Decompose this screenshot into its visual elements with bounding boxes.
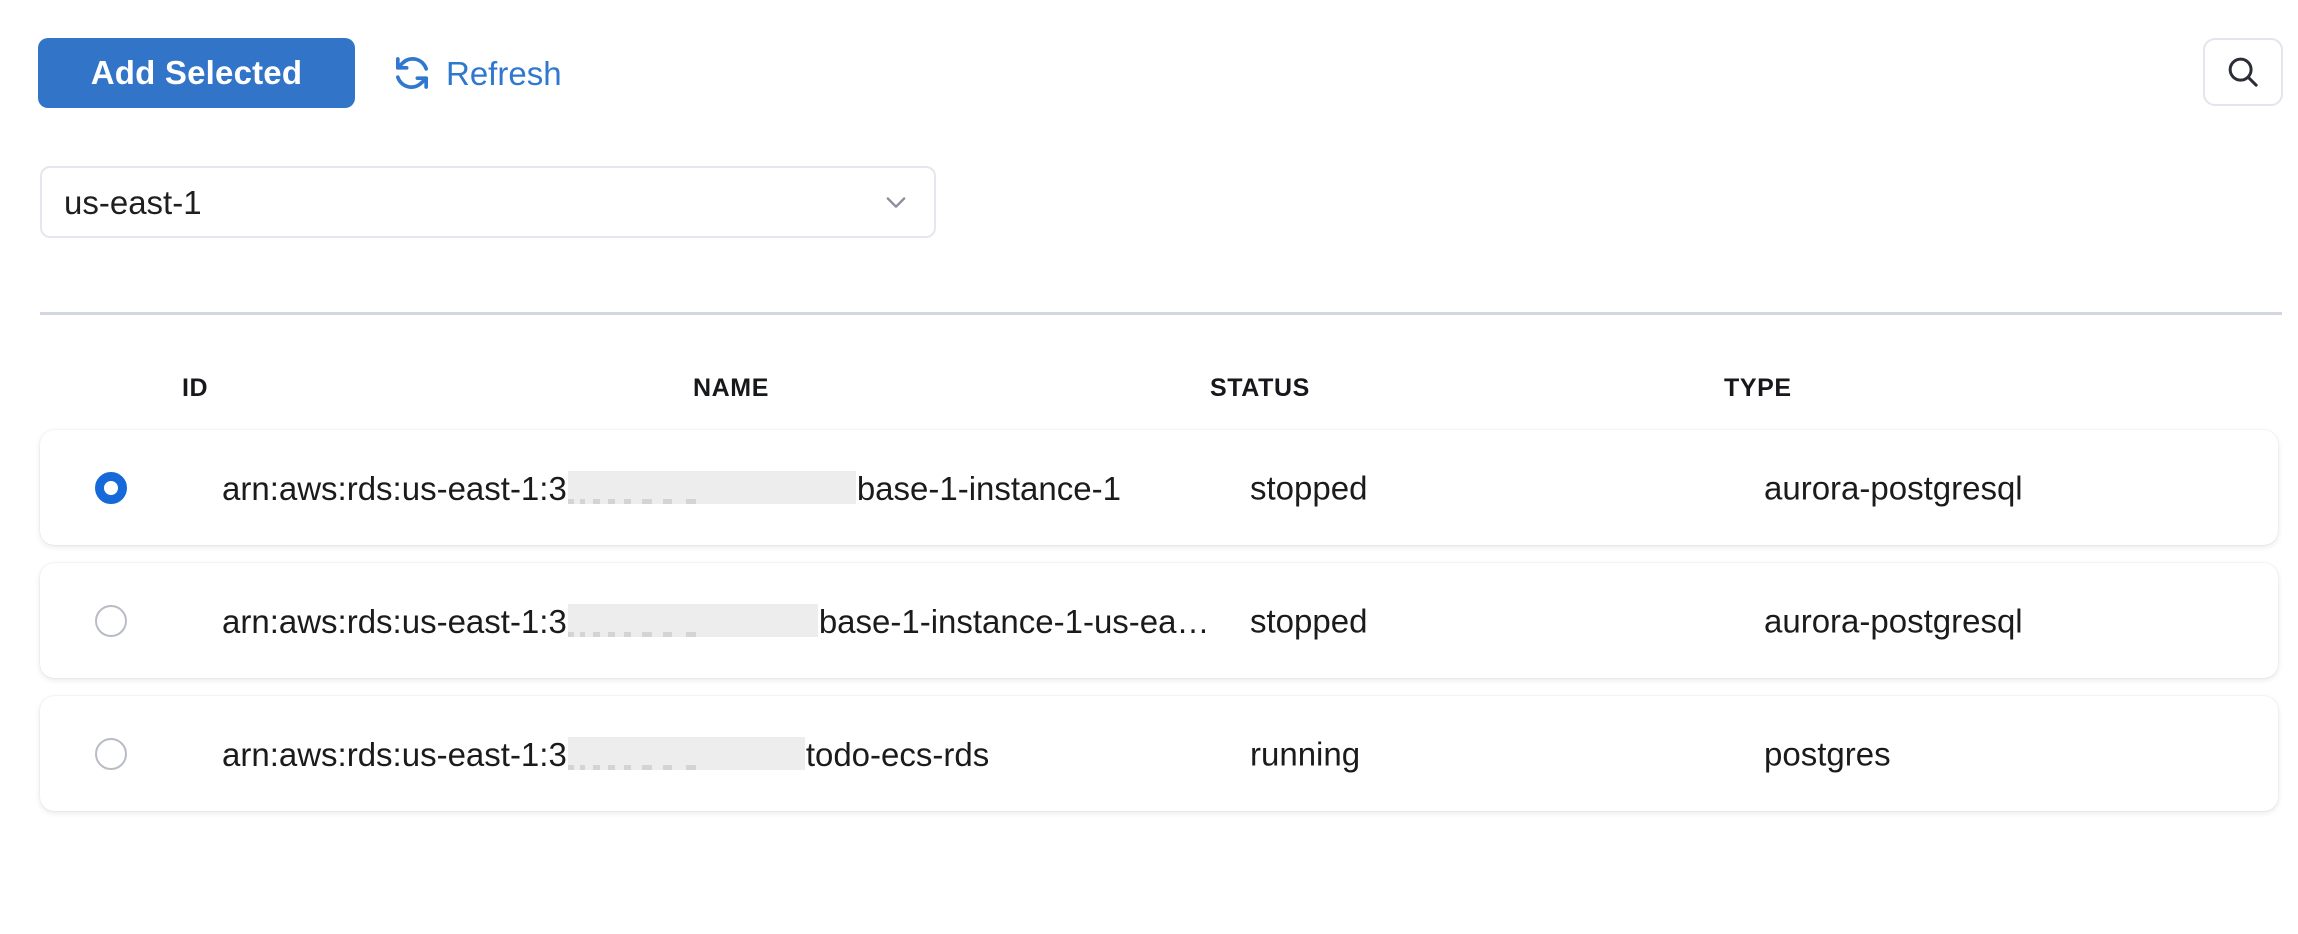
cell-status: stopped xyxy=(1250,604,1367,637)
cell-id: arn:aws:rds:us-east-1:3 base-1-instance-1 xyxy=(222,471,1121,505)
region-select-value: us-east-1 xyxy=(64,186,202,219)
arn-suffix: base-1-instance-1 xyxy=(857,470,1121,507)
region-select[interactable]: us-east-1 xyxy=(40,166,936,238)
add-selected-button[interactable]: Add Selected xyxy=(38,38,355,108)
redacted-account-id xyxy=(568,471,856,504)
cell-status: stopped xyxy=(1250,471,1367,504)
arn-suffix: base-1-instance-1-us-ea… xyxy=(819,603,1210,640)
row-select-radio[interactable] xyxy=(95,738,127,770)
arn-prefix: arn:aws:rds:us-east-1:3 xyxy=(222,470,567,507)
cell-type: aurora-postgresql xyxy=(1764,604,2023,637)
redacted-account-id xyxy=(568,604,818,637)
arn-prefix: arn:aws:rds:us-east-1:3 xyxy=(222,736,567,773)
search-button[interactable] xyxy=(2203,38,2283,106)
column-header-status: STATUS xyxy=(1210,376,1310,401)
resources-table: ID NAME STATUS TYPE arn:aws:rds:us-east-… xyxy=(0,360,2298,829)
arn-suffix: todo-ecs-rds xyxy=(806,736,989,773)
column-header-type: TYPE xyxy=(1724,376,1792,401)
search-icon xyxy=(2224,53,2262,91)
row-select-radio[interactable] xyxy=(95,605,127,637)
redacted-account-id xyxy=(568,737,805,770)
refresh-icon xyxy=(392,53,432,93)
column-header-id: ID xyxy=(182,376,208,401)
refresh-button[interactable]: Refresh xyxy=(392,48,562,98)
section-divider xyxy=(40,312,2282,315)
cell-type: postgres xyxy=(1764,737,1891,770)
table-row[interactable]: arn:aws:rds:us-east-1:3 base-1-instance-1… xyxy=(40,563,2278,678)
table-row[interactable]: arn:aws:rds:us-east-1:3 todo-ecs-rds runni… xyxy=(40,696,2278,811)
row-select-radio[interactable] xyxy=(95,472,127,504)
cell-type: aurora-postgresql xyxy=(1764,471,2023,504)
refresh-label: Refresh xyxy=(446,57,562,90)
arn-prefix: arn:aws:rds:us-east-1:3 xyxy=(222,603,567,640)
table-row[interactable]: arn:aws:rds:us-east-1:3 base-1-instance-1… xyxy=(40,430,2278,545)
chevron-down-icon[interactable] xyxy=(882,188,910,216)
column-header-name: NAME xyxy=(693,376,769,401)
cell-status: running xyxy=(1250,737,1360,770)
toolbar: Add Selected Refresh xyxy=(0,0,2298,140)
region-select-wrapper: us-east-1 xyxy=(40,166,936,238)
table-header-row: ID NAME STATUS TYPE xyxy=(0,360,2298,430)
cell-id: arn:aws:rds:us-east-1:3 todo-ecs-rds xyxy=(222,737,989,771)
cell-id: arn:aws:rds:us-east-1:3 base-1-instance-1… xyxy=(222,604,1210,638)
table-body: arn:aws:rds:us-east-1:3 base-1-instance-1… xyxy=(0,430,2298,811)
